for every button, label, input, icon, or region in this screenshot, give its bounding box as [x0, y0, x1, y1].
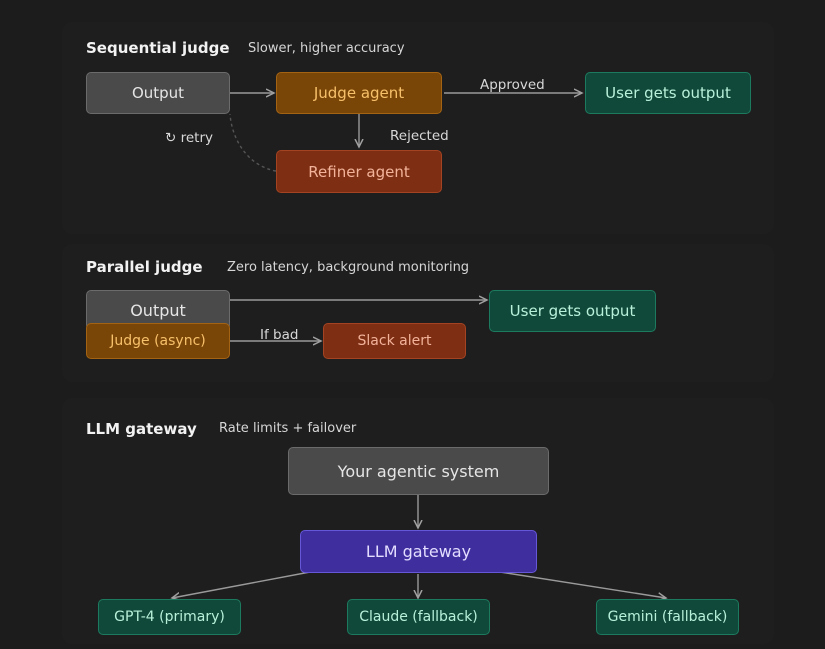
gemini-fallback-node[interactable]: Gemini (fallback)	[596, 599, 739, 635]
gpt4-primary-node[interactable]: GPT-4 (primary)	[98, 599, 241, 635]
llm-gateway-node[interactable]: LLM gateway	[300, 530, 537, 573]
seq-refiner-agent-node[interactable]: Refiner agent	[276, 150, 442, 193]
edge-gateway-to-gpt4	[172, 571, 311, 598]
retry-label: ↻ retry	[165, 130, 213, 146]
sequential-subtitle: Slower, higher accuracy	[248, 41, 405, 56]
edge-gateway-to-gemini	[499, 571, 666, 598]
panel-sequential	[62, 22, 774, 234]
slack-alert-node[interactable]: Slack alert	[323, 323, 466, 359]
rejected-label: Rejected	[390, 128, 449, 144]
par-judge-async-node[interactable]: Judge (async)	[86, 323, 230, 359]
gateway-title: LLM gateway	[86, 420, 197, 438]
edge-refiner-retry	[229, 113, 277, 172]
retry-text: retry	[180, 130, 214, 146]
agentic-system-node[interactable]: Your agentic system	[288, 447, 549, 495]
seq-output-node[interactable]: Output	[86, 72, 230, 114]
seq-judge-agent-node[interactable]: Judge agent	[276, 72, 442, 114]
approved-label: Approved	[480, 77, 545, 93]
parallel-title: Parallel judge	[86, 258, 203, 276]
claude-fallback-node[interactable]: Claude (fallback)	[347, 599, 490, 635]
if-bad-label: If bad	[260, 327, 299, 343]
seq-user-output-node[interactable]: User gets output	[585, 72, 751, 114]
gateway-subtitle: Rate limits + failover	[219, 421, 357, 436]
retry-icon: ↻	[165, 130, 177, 146]
sequential-title: Sequential judge	[86, 39, 230, 57]
par-user-output-node[interactable]: User gets output	[489, 290, 656, 332]
parallel-subtitle: Zero latency, background monitoring	[227, 260, 470, 275]
